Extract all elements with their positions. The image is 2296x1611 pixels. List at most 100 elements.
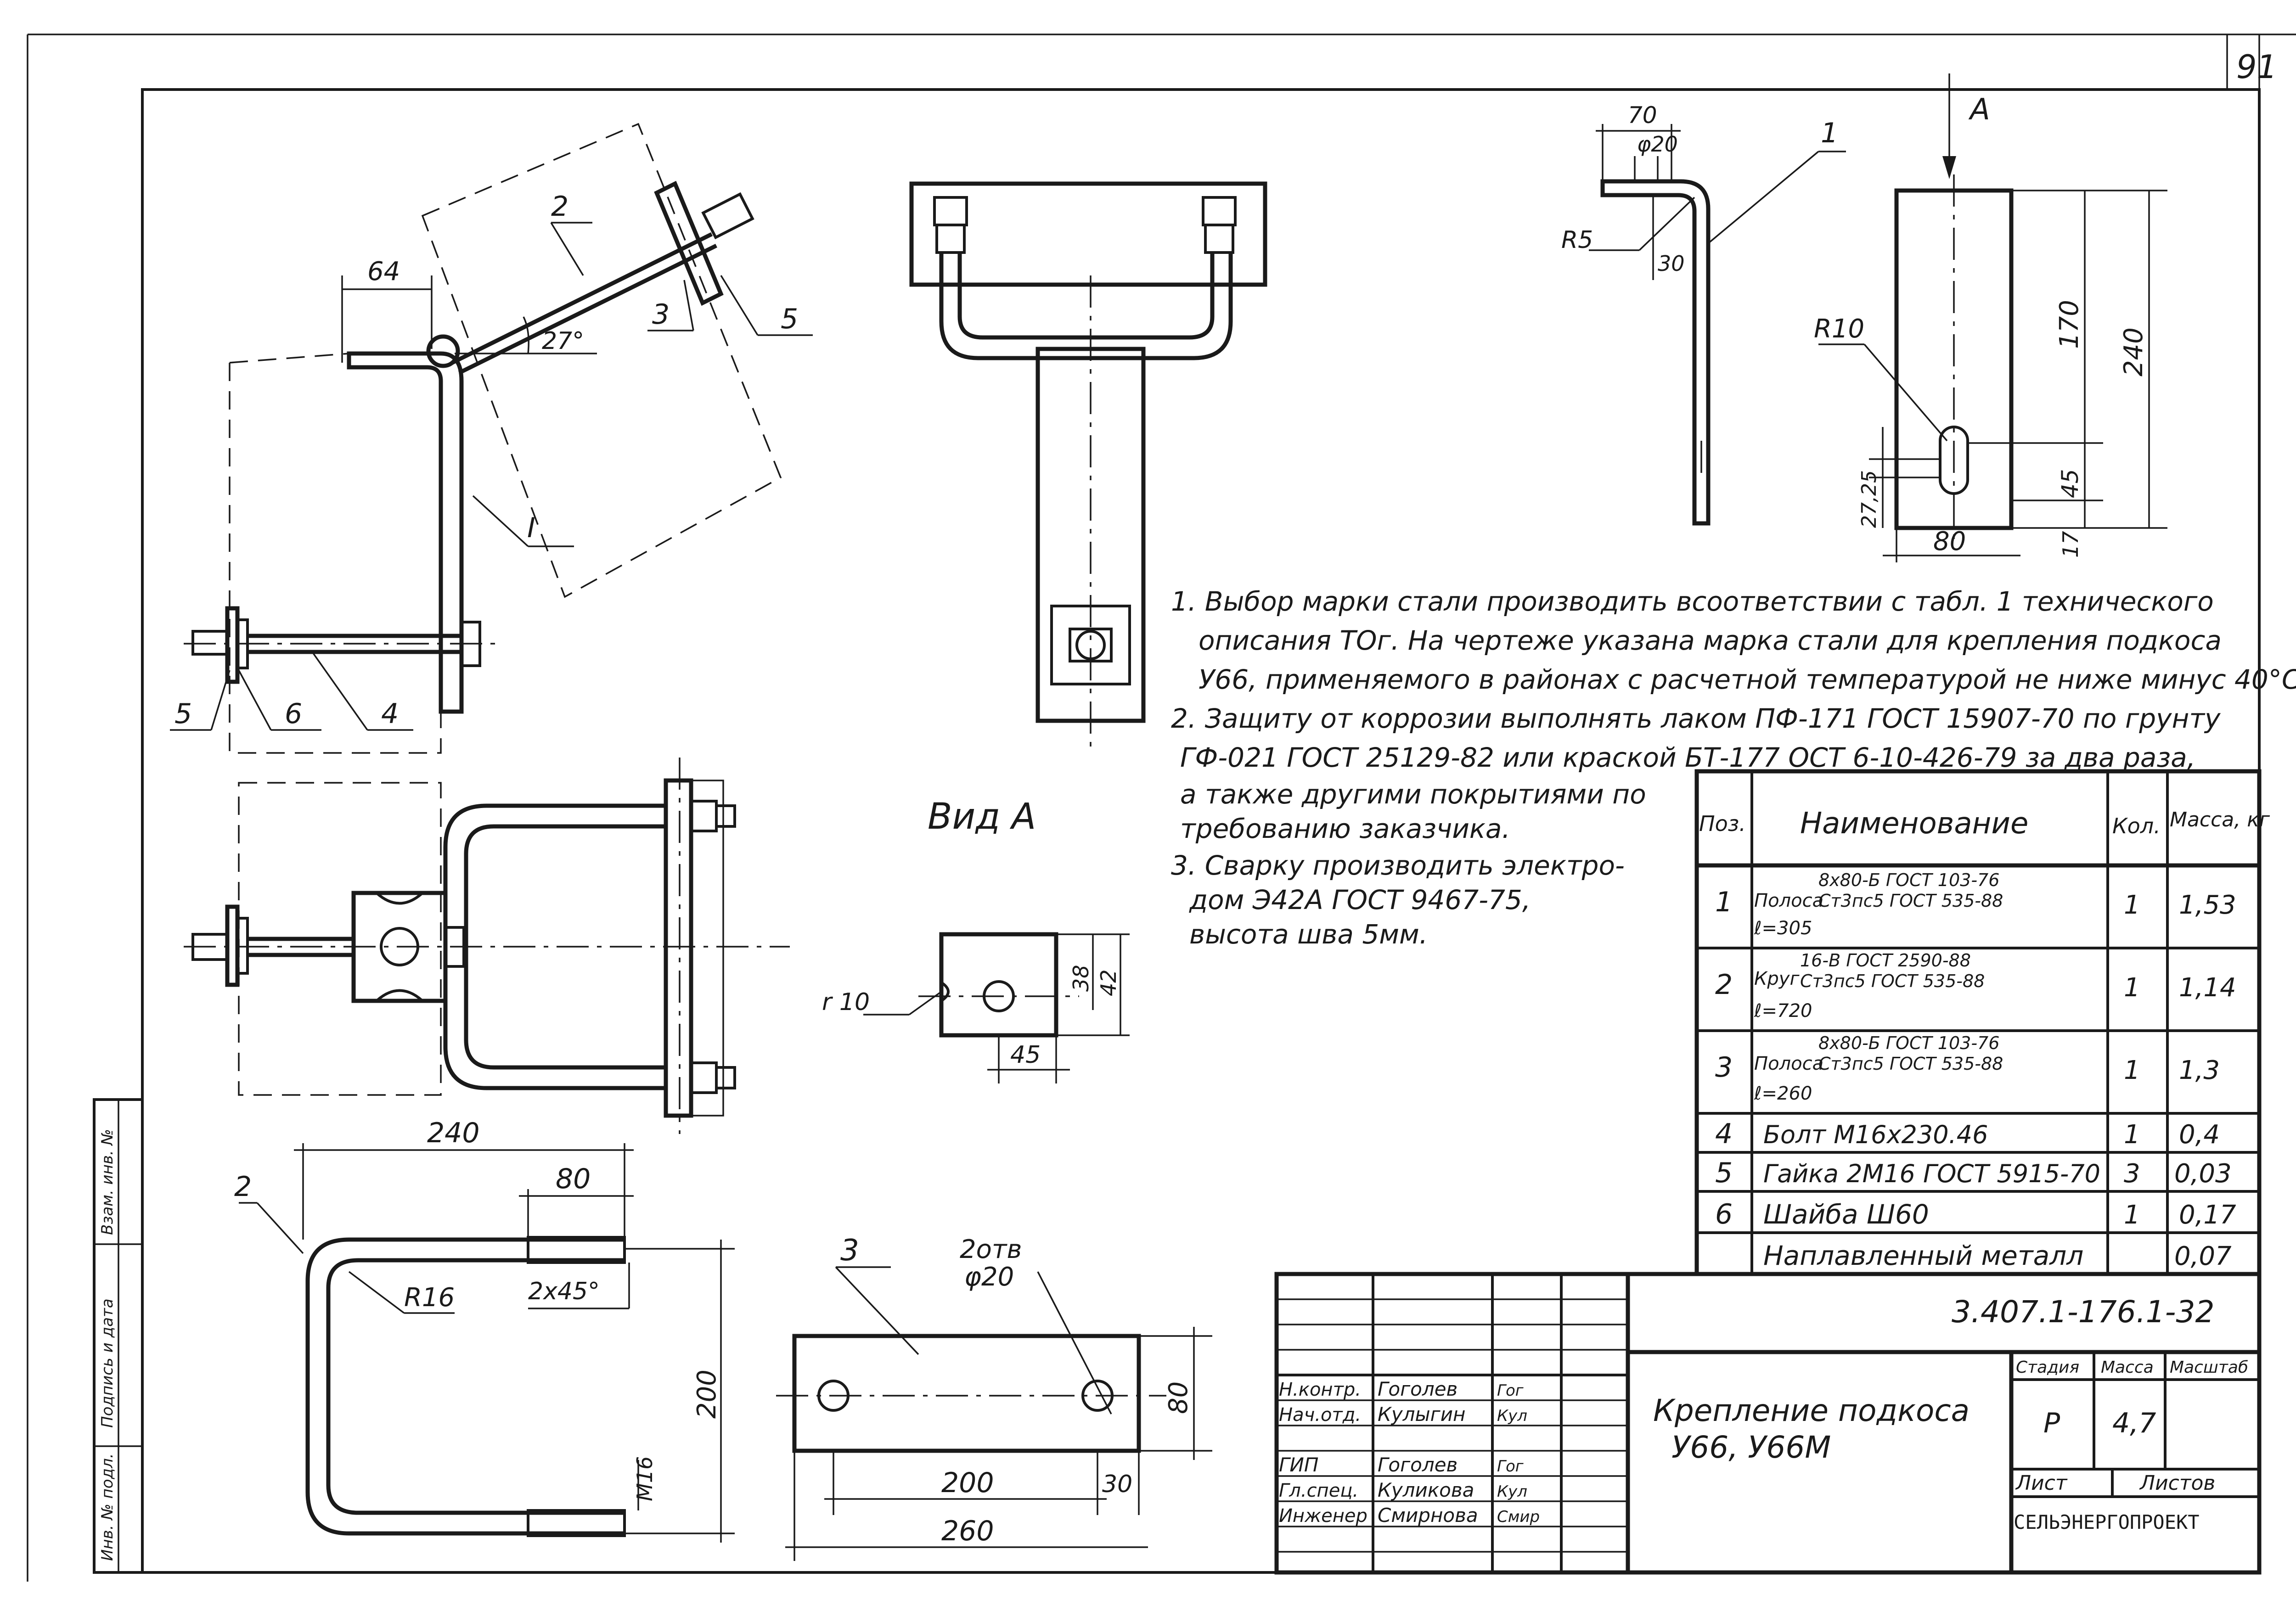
name-1: Гоголев xyxy=(1378,1378,1458,1400)
dim-phi20-top: φ20 xyxy=(1637,132,1678,157)
doc-code: 3.407.1-176.1-32 xyxy=(1952,1294,2214,1330)
side-stamp-cell-3: Взам. инв. № xyxy=(98,1129,117,1235)
role-3: ГИП xyxy=(1279,1454,1318,1476)
pos-3-label: 3 xyxy=(652,298,670,331)
sign-1: Гог xyxy=(1497,1381,1524,1400)
scale-label: Масштаб xyxy=(2170,1358,2248,1377)
role-2: Нач.отд. xyxy=(1279,1404,1361,1426)
note-line-7: требованию заказчика. xyxy=(1180,813,1510,844)
pos-2-ubolt-label: 2 xyxy=(234,1171,252,1203)
dim-200-ubolt: 200 xyxy=(692,1370,722,1419)
row3-pos: 3 xyxy=(1715,1051,1733,1083)
row6-name: Шайба Ш60 xyxy=(1763,1199,1929,1230)
dim-38: 38 xyxy=(1069,965,1093,992)
name-5: Смирнова xyxy=(1378,1504,1478,1527)
row2-qty: 1 xyxy=(2124,973,2140,1003)
dim-30-plate: 30 xyxy=(1102,1471,1132,1498)
dim-angle-27: 27° xyxy=(542,327,584,355)
row1-name3: Ст3пс5 ГОСТ 535-88 xyxy=(1818,891,2003,911)
row1-pos: 1 xyxy=(1715,886,1733,918)
th-name: Наименование xyxy=(1800,807,2028,841)
dim-45-view-a: 45 xyxy=(2057,469,2083,498)
front-view xyxy=(909,181,1267,753)
u-bolt-detail: 240 80 200 2х45° М16 R16 2 xyxy=(234,1117,735,1543)
note-line-1: 1. Выбор марки стали производить всоотве… xyxy=(1171,586,2214,617)
holes-count: 2отв xyxy=(960,1235,1022,1264)
row4-mass: 0,4 xyxy=(2179,1120,2220,1150)
strip-view-a: А 240 170 45 17 27,25 80 R10 xyxy=(1814,73,2167,562)
row2-pos: 2 xyxy=(1715,969,1733,1001)
dim-260: 260 xyxy=(941,1515,994,1547)
organization: СЕЛЬЭНЕРГОПРОЕКТ xyxy=(2014,1511,2200,1533)
main-side-view: 27° 64 2 3 5 I 5 6 4 xyxy=(170,123,813,754)
row3-qty: 1 xyxy=(2124,1055,2140,1085)
row3-name4: ℓ=260 xyxy=(1754,1083,1812,1104)
note-line-3: У66, применяемого в районах с расчетной … xyxy=(1199,664,2296,695)
dim-27-25: 27,25 xyxy=(1857,470,1881,528)
side-stamp: Инв. № подл. Подпись и дата Взам. инв. № xyxy=(93,1098,144,1574)
sheets-label: Листов xyxy=(2139,1471,2215,1495)
dim-80-plate: 80 xyxy=(1164,1381,1193,1414)
row2-name4: ℓ=720 xyxy=(1754,1000,1812,1022)
view-a-label: Вид А xyxy=(928,796,1036,837)
role-1: Н.контр. xyxy=(1279,1379,1361,1400)
th-qty: Кол. xyxy=(2112,814,2161,838)
note-line-8: 3. Сварку производить электро- xyxy=(1171,850,1625,881)
dim-30-strip: 30 xyxy=(1658,251,1685,276)
pos-4-label: 4 xyxy=(381,698,399,730)
note-line-5: ГФ-021 ГОСТ 25129-82 или краской БТ-177 … xyxy=(1180,742,2195,773)
dim-70: 70 xyxy=(1628,102,1657,129)
row3-name1: Полоса xyxy=(1754,1053,1823,1074)
pos-1-label: 1 xyxy=(1821,117,1838,149)
sign-4: Кул xyxy=(1497,1482,1527,1501)
dim-170: 170 xyxy=(2054,300,2084,349)
arrow-a-label: А xyxy=(1968,93,1990,127)
notes: 1. Выбор марки стали производить всоотве… xyxy=(1171,586,2296,950)
th-pos: Поз. xyxy=(1699,811,1746,836)
row2-name3: Ст3пс5 ГОСТ 535-88 xyxy=(1800,971,1985,991)
dim-17: 17 xyxy=(2058,531,2083,558)
pos-5-label-top: 5 xyxy=(781,303,798,335)
title-line-1: Крепление подкоса xyxy=(1653,1393,1970,1428)
row3-name2: 8х80-Б ГОСТ 103-76 xyxy=(1818,1033,1999,1053)
stage-value: Р xyxy=(2043,1407,2060,1439)
dim-r5: R5 xyxy=(1561,226,1593,254)
strip-bend-detail: 70 φ20 R5 30 1 xyxy=(1561,102,1846,526)
spec-table: Поз. Наименование Кол. Масса, кг 1 Полос… xyxy=(1694,769,2270,1276)
side-stamp-cell-1: Инв. № подл. xyxy=(98,1453,117,1561)
section-mark: I xyxy=(527,512,535,544)
dim-200-plate: 200 xyxy=(941,1467,994,1499)
pos-2-label: 2 xyxy=(551,191,568,223)
name-4: Куликова xyxy=(1378,1479,1474,1501)
row5-name: Гайка 2М16 ГОСТ 5915-70 xyxy=(1763,1159,2100,1188)
small-plate-detail: 38 42 45 r 10 xyxy=(822,932,1130,1083)
dim-r16: R16 xyxy=(404,1283,455,1313)
pos-5-label-bolt: 5 xyxy=(174,698,192,730)
row1-name4: ℓ=305 xyxy=(1754,918,1812,939)
dim-80-view-a: 80 xyxy=(1933,527,1966,556)
stage-label: Стадия xyxy=(2016,1358,2079,1377)
note-line-2: описания ТОг. На чертеже указана марка с… xyxy=(1199,625,2222,656)
row3-mass: 1,3 xyxy=(2179,1055,2220,1085)
note-line-10: высота шва 5мм. xyxy=(1189,919,1428,950)
row4-name: Болт М16х230.46 xyxy=(1763,1120,1988,1149)
dim-chamfer: 2х45° xyxy=(528,1278,600,1305)
row1-name1: Полоса xyxy=(1754,890,1823,911)
row7-mass: 0,07 xyxy=(2174,1241,2232,1271)
top-view xyxy=(184,758,790,1134)
row2-mass: 1,14 xyxy=(2179,973,2236,1003)
row5-pos: 5 xyxy=(1715,1157,1733,1189)
row3-name3: Ст3пс5 ГОСТ 535-88 xyxy=(1818,1054,2003,1074)
mass-value: 4,7 xyxy=(2112,1407,2156,1439)
dim-r10-small: r 10 xyxy=(822,988,870,1016)
row2-name2: 16-В ГОСТ 2590-88 xyxy=(1800,950,1971,971)
mass-label: Масса xyxy=(2101,1358,2154,1377)
row1-name2: 8х80-Б ГОСТ 103-76 xyxy=(1818,870,1999,890)
sheet-number: 91 xyxy=(2236,48,2277,86)
dim-240-ubolt: 240 xyxy=(427,1117,480,1149)
dim-m16: М16 xyxy=(632,1456,657,1501)
plate-detail: 80 200 30 260 3 2отв φ20 xyxy=(776,1234,1212,1561)
side-stamp-cell-2: Подпись и дата xyxy=(98,1298,117,1428)
note-line-9: дом Э42А ГОСТ 9467-75, xyxy=(1189,884,1531,915)
sheet-label: Лист xyxy=(2015,1471,2068,1495)
